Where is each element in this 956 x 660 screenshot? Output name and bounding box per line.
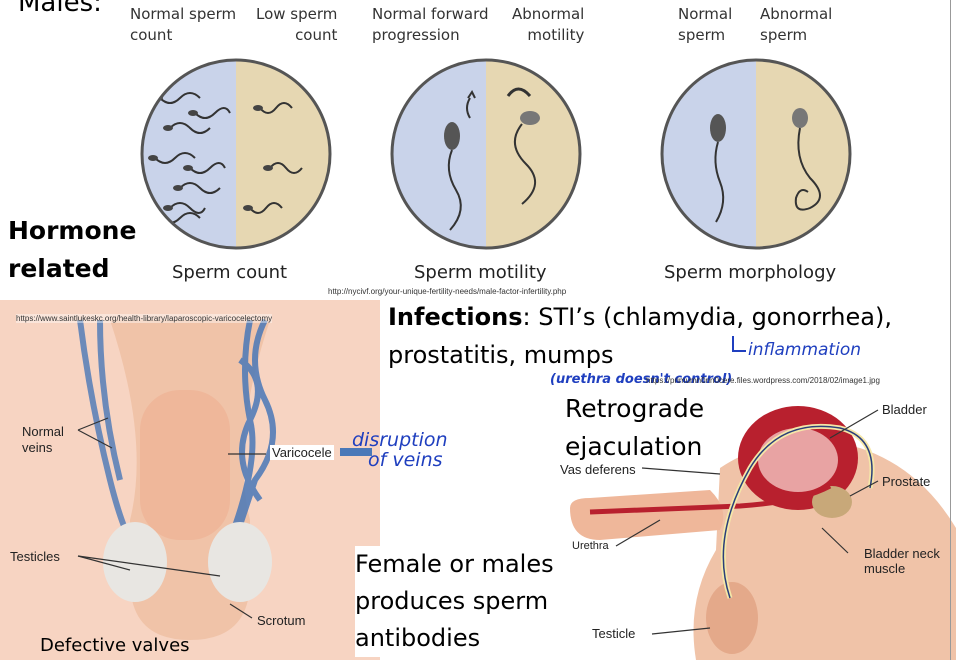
label-testicle: Testicle xyxy=(592,626,635,641)
label-prostate: Prostate xyxy=(882,474,930,489)
sperm-motility-illustration xyxy=(390,58,582,250)
heading-partial: Males: xyxy=(18,0,102,18)
label-bladder: Bladder xyxy=(882,402,927,417)
retrograde-text: Retrograde ejaculation xyxy=(565,390,704,466)
antibodies-text: Female or males produces sperm antibodie… xyxy=(355,546,554,657)
panel2-right-label: Abnormal motility xyxy=(512,4,584,46)
label-bladder-neck: Bladder neck muscle xyxy=(864,546,940,576)
panel1-left-label: Normal sperm count xyxy=(130,4,236,46)
caption-sperm-count: Sperm count xyxy=(172,262,287,283)
label-scrotum: Scrotum xyxy=(257,613,305,628)
panel2-left-label: Normal forward progression xyxy=(372,4,489,46)
source-wordpress: https://primumn0nn0cere.files.wordpress.… xyxy=(646,376,880,385)
defective-valves-text: Defective valves xyxy=(40,635,190,656)
sperm-count-illustration xyxy=(140,58,332,250)
sperm-morphology-illustration xyxy=(660,58,852,250)
panel3-left-label: Normal sperm xyxy=(678,4,732,46)
varicocele-illustration xyxy=(0,300,380,660)
infections-bold: Infections xyxy=(388,303,523,331)
label-normal-veins: Normal veins xyxy=(22,424,64,456)
handwritten-inflammation: inflammation xyxy=(748,340,861,360)
inflammation-bracket xyxy=(732,336,746,352)
infections-text: Infections: STI’s (chlamydia, gonorrhea)… xyxy=(388,298,892,374)
source-nycivf: http://nycivf.org/your-unique-fertility-… xyxy=(328,287,566,296)
label-testicles: Testicles xyxy=(10,549,60,564)
handwritten-disruption: disruption of veins xyxy=(352,430,448,470)
panel3-right-label: Abnormal sperm xyxy=(760,4,832,46)
panel1-right-label: Low sperm count xyxy=(256,4,337,46)
varicocele-image: https://www.saintlukeskc.org/health-libr… xyxy=(0,300,380,660)
label-urethra: Urethra xyxy=(572,540,609,552)
source-saintlukes: https://www.saintlukeskc.org/health-libr… xyxy=(16,314,272,323)
sperm-panels: Normal sperm count Low sperm count xyxy=(120,0,856,300)
label-varicocele: Varicocele xyxy=(270,445,334,460)
right-edge-line xyxy=(950,0,951,660)
caption-sperm-motility: Sperm motility xyxy=(414,262,547,283)
caption-sperm-morphology: Sperm morphology xyxy=(664,262,836,283)
hormone-label: Hormone related xyxy=(8,212,136,288)
